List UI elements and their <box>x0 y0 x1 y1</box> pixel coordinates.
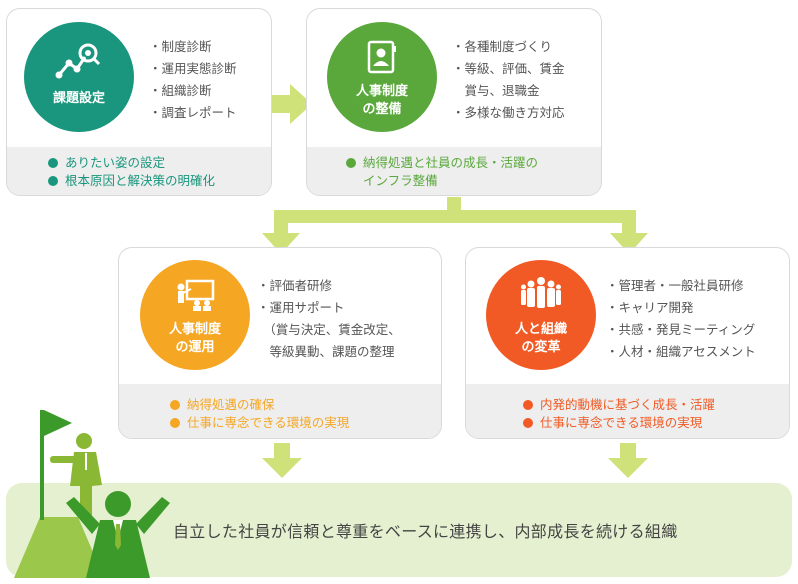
organization-change-outcomes: 内発的動機に基づく成長・活躍 仕事に専念できる環境の実現 <box>523 396 715 432</box>
system-development-title-line1: 人事制度 <box>355 84 408 99</box>
list-item: ・等級、評価、賃金 <box>452 61 565 76</box>
list-item: 賞与、退職金 <box>452 83 540 98</box>
system-operation-circle: 人事制度 の運用 <box>140 260 250 370</box>
outcome-item-continued: インフラ整備 <box>363 173 438 188</box>
system-operation-title-line1: 人事制度 <box>168 322 221 337</box>
flag-icon <box>44 410 72 436</box>
outcome-item: 仕事に専念できる環境の実現 <box>523 414 715 432</box>
arrow-to-people <box>610 210 648 254</box>
issue-setting-title: 課題設定 <box>52 91 105 106</box>
arrow-issue-to-system <box>270 84 312 124</box>
list-item: ・制度診断 <box>149 39 212 54</box>
presentation-icon <box>177 279 215 311</box>
arrow-to-operation <box>262 210 300 254</box>
list-item: ・運用サポート <box>257 300 345 315</box>
arrow-operation-to-goal <box>262 443 302 478</box>
list-item: ・調査レポート <box>149 105 237 120</box>
list-item: ・キャリア開発 <box>606 300 694 315</box>
list-item: ・評価者研修 <box>257 278 333 293</box>
bullet-dot-icon <box>170 400 180 410</box>
organization-change-title-line2: の変革 <box>521 340 561 355</box>
organization-change-outcomes-area <box>466 384 789 438</box>
list-item: 等級異動、課題の整理 <box>257 344 395 359</box>
flag-pole-icon <box>40 410 44 520</box>
outcome-item: 納得処遇の確保 <box>170 396 349 414</box>
bullet-dot-icon <box>523 418 533 428</box>
outcome-item: 仕事に専念できる環境の実現 <box>170 414 349 432</box>
issue-setting-outcomes: ありたい姿の設定 根本原因と解決策の明確化 <box>48 154 215 190</box>
system-operation-outcomes-area <box>119 384 441 438</box>
bullet-dot-icon <box>48 176 58 186</box>
list-item: ・共感・発見ミーティング <box>606 322 756 337</box>
outcome-item: 根本原因と解決策の明確化 <box>48 172 215 190</box>
organization-change-items: ・管理者・一般社員研修 ・キャリア開発 ・共感・発見ミーティング ・人材・組織ア… <box>606 275 756 363</box>
mountain-icon <box>14 517 104 578</box>
outcome-item: ありたい姿の設定 <box>48 154 215 172</box>
outcome-item: 内発的動機に基づく成長・活躍 <box>523 396 715 414</box>
organization-change-circle: 人と組織 の変革 <box>486 260 596 370</box>
system-development-outcomes: 納得処遇と社員の成長・活躍の インフラ整備 <box>346 154 538 190</box>
system-operation-title-line2: の運用 <box>175 340 215 355</box>
system-operation-outcomes: 納得処遇の確保 仕事に専念できる環境の実現 <box>170 396 349 432</box>
organization-change-title-line1: 人と組織 <box>514 322 567 337</box>
list-item: ・多様な働き方対応 <box>452 105 565 120</box>
id-badge-icon <box>367 40 396 74</box>
group-people-icon <box>521 277 561 308</box>
system-development-circle: 人事制度 の整備 <box>327 22 437 132</box>
list-item: （賞与決定、賃金改定、 <box>257 322 401 337</box>
list-item: ・管理者・一般社員研修 <box>606 278 744 293</box>
system-development-items: ・各種制度づくり ・等級、評価、賃金 賞与、退職金 ・多様な働き方対応 <box>452 36 565 124</box>
climber-figure-icon <box>50 433 102 520</box>
issue-setting-items: ・制度診断 ・運用実態診断 ・組織診断 ・調査レポート <box>149 36 237 124</box>
cheering-figure-icon <box>66 491 170 578</box>
bullet-dot-icon <box>523 400 533 410</box>
summit-figures-illustration <box>14 410 170 578</box>
bullet-dot-icon <box>48 158 58 168</box>
goal-statement: 自立した社員が信頼と尊重をベースに連携し、内部成長を続ける組織 <box>173 522 678 541</box>
bullet-dot-icon <box>346 158 356 168</box>
system-development-outcomes-area <box>307 147 601 195</box>
outcome-item: 納得処遇と社員の成長・活躍の <box>346 154 538 172</box>
issue-setting-outcomes-area <box>7 147 271 195</box>
list-item: ・組織診断 <box>149 83 212 98</box>
arrow-branch-bar <box>274 210 636 223</box>
chart-magnifier-icon <box>55 43 101 79</box>
system-operation-items: ・評価者研修 ・運用サポート （賞与決定、賃金改定、 等級異動、課題の整理 <box>257 275 401 363</box>
bullet-dot-icon <box>170 418 180 428</box>
arrow-people-to-goal <box>608 443 648 478</box>
list-item: ・運用実態診断 <box>149 61 237 76</box>
system-development-title-line2: の整備 <box>362 102 402 117</box>
list-item: ・人材・組織アセスメント <box>606 344 756 359</box>
issue-setting-circle: 課題設定 <box>24 22 134 132</box>
list-item: ・各種制度づくり <box>452 39 553 54</box>
